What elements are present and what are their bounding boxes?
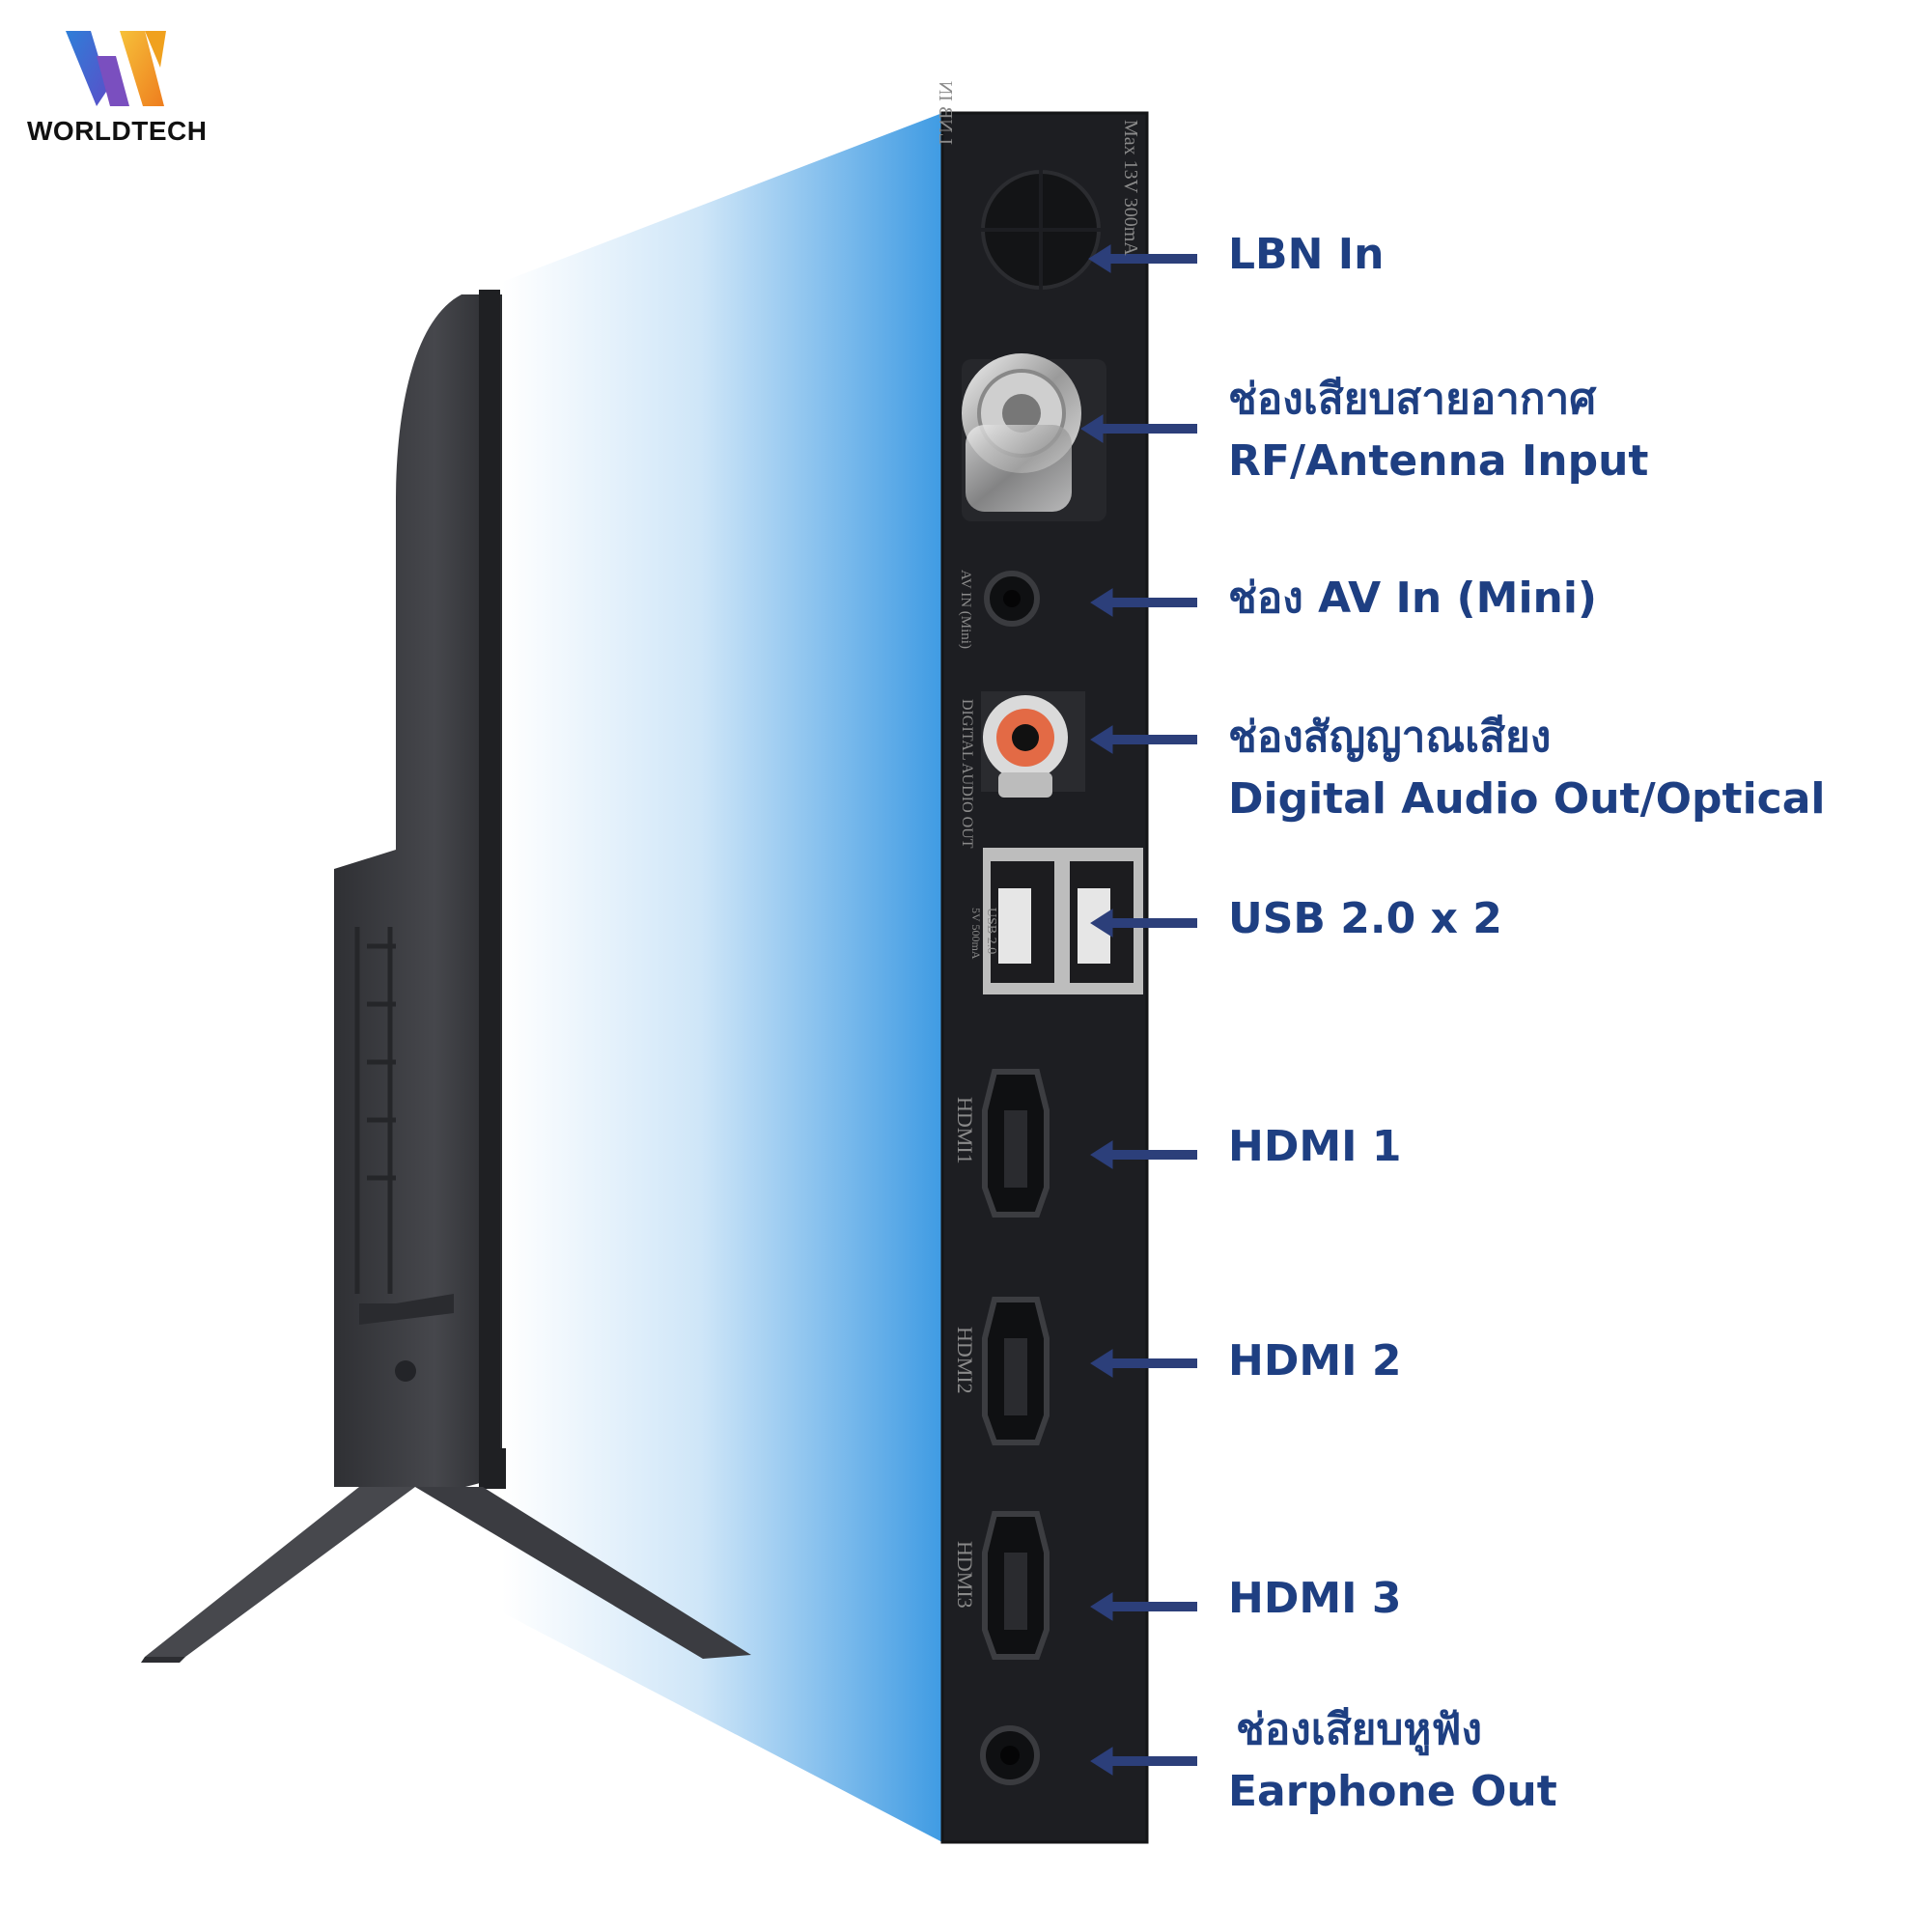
callout-digital-audio: ช่องสัญญาณเสียง Digital Audio Out/Optica…: [1228, 707, 1826, 830]
engraving-lnb-in: LNB IN: [935, 80, 956, 145]
connector-panel: [940, 111, 1149, 1844]
callout-digital-audio-line1: ช่องสัญญาณเสียง: [1228, 713, 1552, 762]
engraving-usb: USB 2.0: [984, 908, 998, 955]
arrow-hdmi2-icon: [1090, 1349, 1197, 1378]
callout-hdmi3-line1: HDMI 3: [1228, 1574, 1402, 1623]
engraving-usb-spec: 5V 500mA: [969, 908, 983, 960]
callout-earphone: ช่องเสียบหูฟัง Earphone Out: [1228, 1699, 1557, 1823]
engraving-hdmi1: HDMI1: [953, 1097, 977, 1164]
callout-hdmi3: HDMI 3: [1228, 1568, 1401, 1630]
callout-earphone-line2: Earphone Out: [1228, 1767, 1557, 1816]
callout-hdmi1: HDMI 1: [1228, 1116, 1401, 1178]
earphone-out-port-icon: [980, 1725, 1040, 1785]
callout-lbn-in: LBN In: [1228, 224, 1384, 286]
highlight-projection: [502, 113, 942, 1842]
brand-name: WORLDTECH: [27, 116, 208, 146]
arrow-hdmi3-icon: [1090, 1592, 1197, 1621]
callout-arrows: [1080, 244, 1197, 1776]
callout-usb: USB 2.0 x 2: [1228, 888, 1502, 950]
arrow-lbn-icon: [1088, 244, 1197, 273]
arrow-hdmi1-icon: [1090, 1140, 1197, 1169]
hdmi2-port-icon: [982, 1297, 1050, 1445]
arrow-av-icon: [1090, 588, 1197, 617]
tv-side-profile: [334, 290, 506, 1489]
rf-antenna-port-icon: [962, 353, 1106, 521]
lnb-port-icon: [975, 164, 1106, 295]
arrow-rf-icon: [1080, 414, 1197, 443]
callout-av-in: ช่อง AV In (Mini): [1228, 568, 1597, 630]
callout-earphone-line1: ช่องเสียบหูฟัง: [1236, 1705, 1483, 1754]
engraving-hdmi3: HDMI3: [953, 1541, 977, 1609]
callout-hdmi2-line1: HDMI 2: [1228, 1336, 1402, 1386]
callout-rf-antenna-line2: RF/Antenna Input: [1228, 436, 1649, 486]
engraving-hdmi2: HDMI2: [953, 1327, 977, 1394]
digital-audio-out-port-icon: [981, 691, 1085, 798]
callout-av-in-line1: ช่อง AV In (Mini): [1228, 574, 1598, 623]
callout-rf-antenna-line1: ช่องเสียบสายอากาศ: [1228, 375, 1597, 424]
worldtech-logo-icon: [66, 31, 166, 106]
callout-usb-line1: USB 2.0 x 2: [1228, 894, 1502, 943]
callout-lbn-in-line1: LBN In: [1228, 230, 1385, 279]
hdmi3-port-icon: [982, 1511, 1050, 1660]
engraving-av-in: AV IN (Mini): [958, 570, 973, 649]
callout-hdmi2: HDMI 2: [1228, 1330, 1401, 1392]
callout-digital-audio-line2: Digital Audio Out/Optical: [1228, 774, 1826, 824]
engraving-digital-audio-out: DIGITAL AUDIO OUT: [959, 699, 975, 849]
arrow-earphone-icon: [1090, 1747, 1197, 1776]
arrow-usb-icon: [1090, 909, 1197, 938]
callout-hdmi1-line1: HDMI 1: [1228, 1122, 1402, 1171]
arrow-optical-icon: [1090, 725, 1197, 754]
callout-rf-antenna: ช่องเสียบสายอากาศ RF/Antenna Input: [1228, 369, 1648, 492]
hdmi1-port-icon: [982, 1069, 1050, 1218]
av-in-port-icon: [984, 571, 1040, 627]
engraving-lnb-spec: Max 13V 300mA: [1120, 120, 1141, 256]
tv-stand: [141, 1487, 751, 1663]
